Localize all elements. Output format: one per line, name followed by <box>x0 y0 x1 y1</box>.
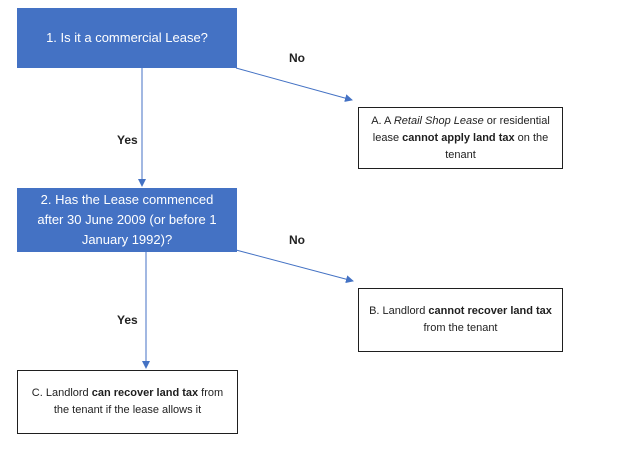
edge-label-q1-no: No <box>289 51 305 65</box>
outcome-a-text: A. A Retail Shop Lease or residential le… <box>371 114 550 161</box>
outcome-b: B. Landlord cannot recover land tax from… <box>358 288 563 352</box>
outcome-a-bold: cannot apply land tax <box>402 131 515 144</box>
outcome-b-text: B. Landlord cannot recover land tax from… <box>369 305 552 334</box>
outcome-b-bold: cannot recover land tax <box>428 305 552 317</box>
outcome-a-italic: Retail Shop Lease <box>393 114 484 127</box>
edge-q2-no <box>235 249 354 284</box>
edge-label-q2-yes: Yes <box>117 313 138 327</box>
decision-q1: 1. Is it a commercial Lease? <box>17 8 237 68</box>
outcome-a: A. A Retail Shop Lease or residential le… <box>358 107 563 169</box>
edge-q1-no <box>235 67 353 102</box>
outcome-c-bold: can recover land tax <box>91 387 199 399</box>
edge-label-q1-yes: Yes <box>117 133 138 147</box>
outcome-c-text: C. Landlord can recover land tax from th… <box>31 387 224 416</box>
decision-q2: 2. Has the Lease commenced after 30 June… <box>17 188 237 252</box>
decision-q1-text: 1. Is it a commercial Lease? <box>46 30 208 45</box>
outcome-c: C. Landlord can recover land tax from th… <box>17 370 238 434</box>
edge-label-q2-no: No <box>289 233 305 247</box>
decision-q2-text: 2. Has the Lease commenced after 30 June… <box>37 192 217 247</box>
